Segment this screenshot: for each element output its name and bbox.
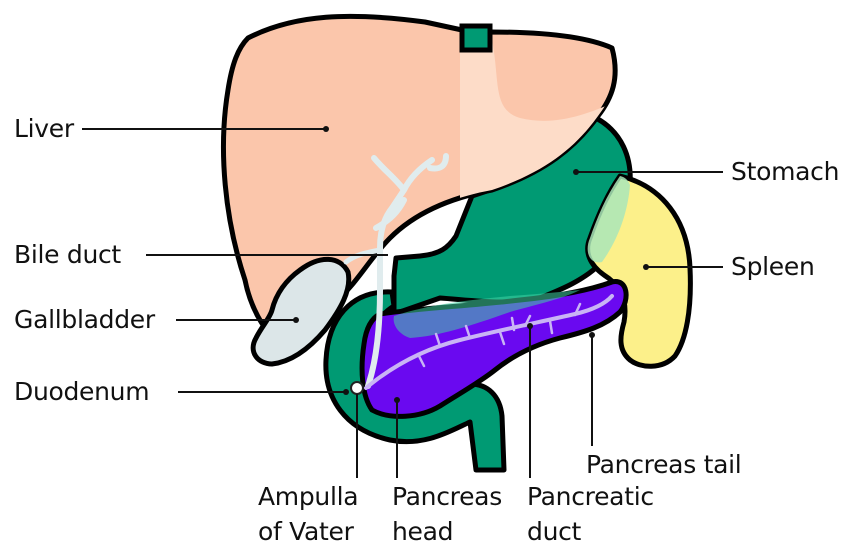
label-pancreatic-duct-line1: Pancreatic — [527, 480, 654, 514]
label-bile-duct: Bile duct — [14, 238, 121, 272]
label-liver: Liver — [14, 112, 74, 146]
spleen — [588, 176, 691, 366]
label-ampulla-line1: Ampulla — [258, 480, 358, 514]
label-stomach: Stomach — [731, 155, 839, 189]
label-pancreas-head-line2: head — [392, 515, 453, 549]
label-ampulla-line2: of Vater — [258, 515, 354, 549]
label-pancreas-tail: Pancreas tail — [586, 448, 741, 482]
esophagus — [462, 26, 490, 50]
label-gallbladder: Gallbladder — [14, 303, 155, 337]
label-pancreatic-duct-line2: duct — [527, 515, 581, 549]
label-duodenum: Duodenum — [14, 375, 149, 409]
ampulla-marker — [351, 382, 363, 394]
label-pancreas-head-line1: Pancreas — [392, 480, 502, 514]
label-spleen: Spleen — [731, 250, 815, 284]
